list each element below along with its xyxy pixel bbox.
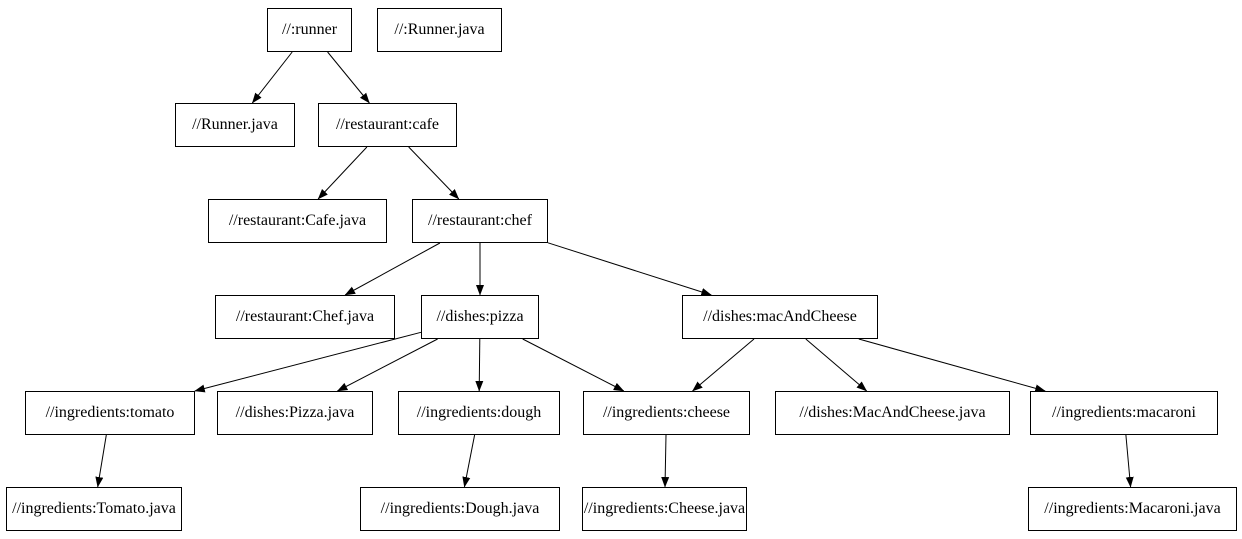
dependency-edge: [95, 434, 107, 488]
graph-node-mac-and-cheese-java: //dishes:MacAndCheese.java: [775, 391, 1010, 435]
dependency-edge: [462, 434, 476, 488]
dependency-edge: [805, 338, 868, 392]
dependency-edge: [408, 146, 460, 200]
graph-node-runner-java: //Runner.java: [175, 103, 295, 147]
dependency-edge: [692, 338, 755, 392]
dependency-edge: [661, 434, 670, 488]
graph-node-pizza: //dishes:pizza: [421, 295, 539, 339]
dependency-edge: [327, 51, 370, 104]
dependency-edge: [194, 331, 422, 393]
graph-node-chef-java: //restaurant:Chef.java: [215, 295, 395, 339]
graph-node-runner: //:runner: [267, 8, 352, 52]
graph-node-cheese: //ingredients:cheese: [583, 391, 750, 435]
dependency-edge: [336, 338, 438, 392]
dependency-edge: [522, 338, 625, 392]
graph-node-macaroni: //ingredients:macaroni: [1030, 391, 1218, 435]
graph-node-mac-and-cheese: //dishes:macAndCheese: [682, 295, 878, 339]
graph-node-cheese-java: //ingredients:Cheese.java: [582, 487, 747, 531]
dependency-edge: [1125, 434, 1134, 488]
dependency-edge: [858, 338, 1046, 393]
dependency-edge: [344, 242, 441, 296]
graph-node-chef: //restaurant:chef: [412, 199, 548, 243]
graph-node-tomato: //ingredients:tomato: [25, 391, 195, 435]
graph-node-macaroni-java: //ingredients:Macaroni.java: [1028, 487, 1237, 531]
graph-node-cafe: //restaurant:cafe: [318, 103, 457, 147]
graph-node-tomato-java: //ingredients:Tomato.java: [6, 487, 182, 531]
graph-node-dough: //ingredients:dough: [398, 391, 560, 435]
graph-node-pizza-java: //dishes:Pizza.java: [217, 391, 373, 435]
graph-node-runner-java-target: //:Runner.java: [377, 8, 502, 52]
dependency-edge: [251, 51, 293, 104]
graph-node-cafe-java: //restaurant:Cafe.java: [208, 199, 387, 243]
dependency-edge: [475, 338, 484, 392]
graph-node-dough-java: //ingredients:Dough.java: [360, 487, 560, 531]
dependency-edge: [547, 242, 712, 296]
dependency-edge: [317, 146, 368, 200]
